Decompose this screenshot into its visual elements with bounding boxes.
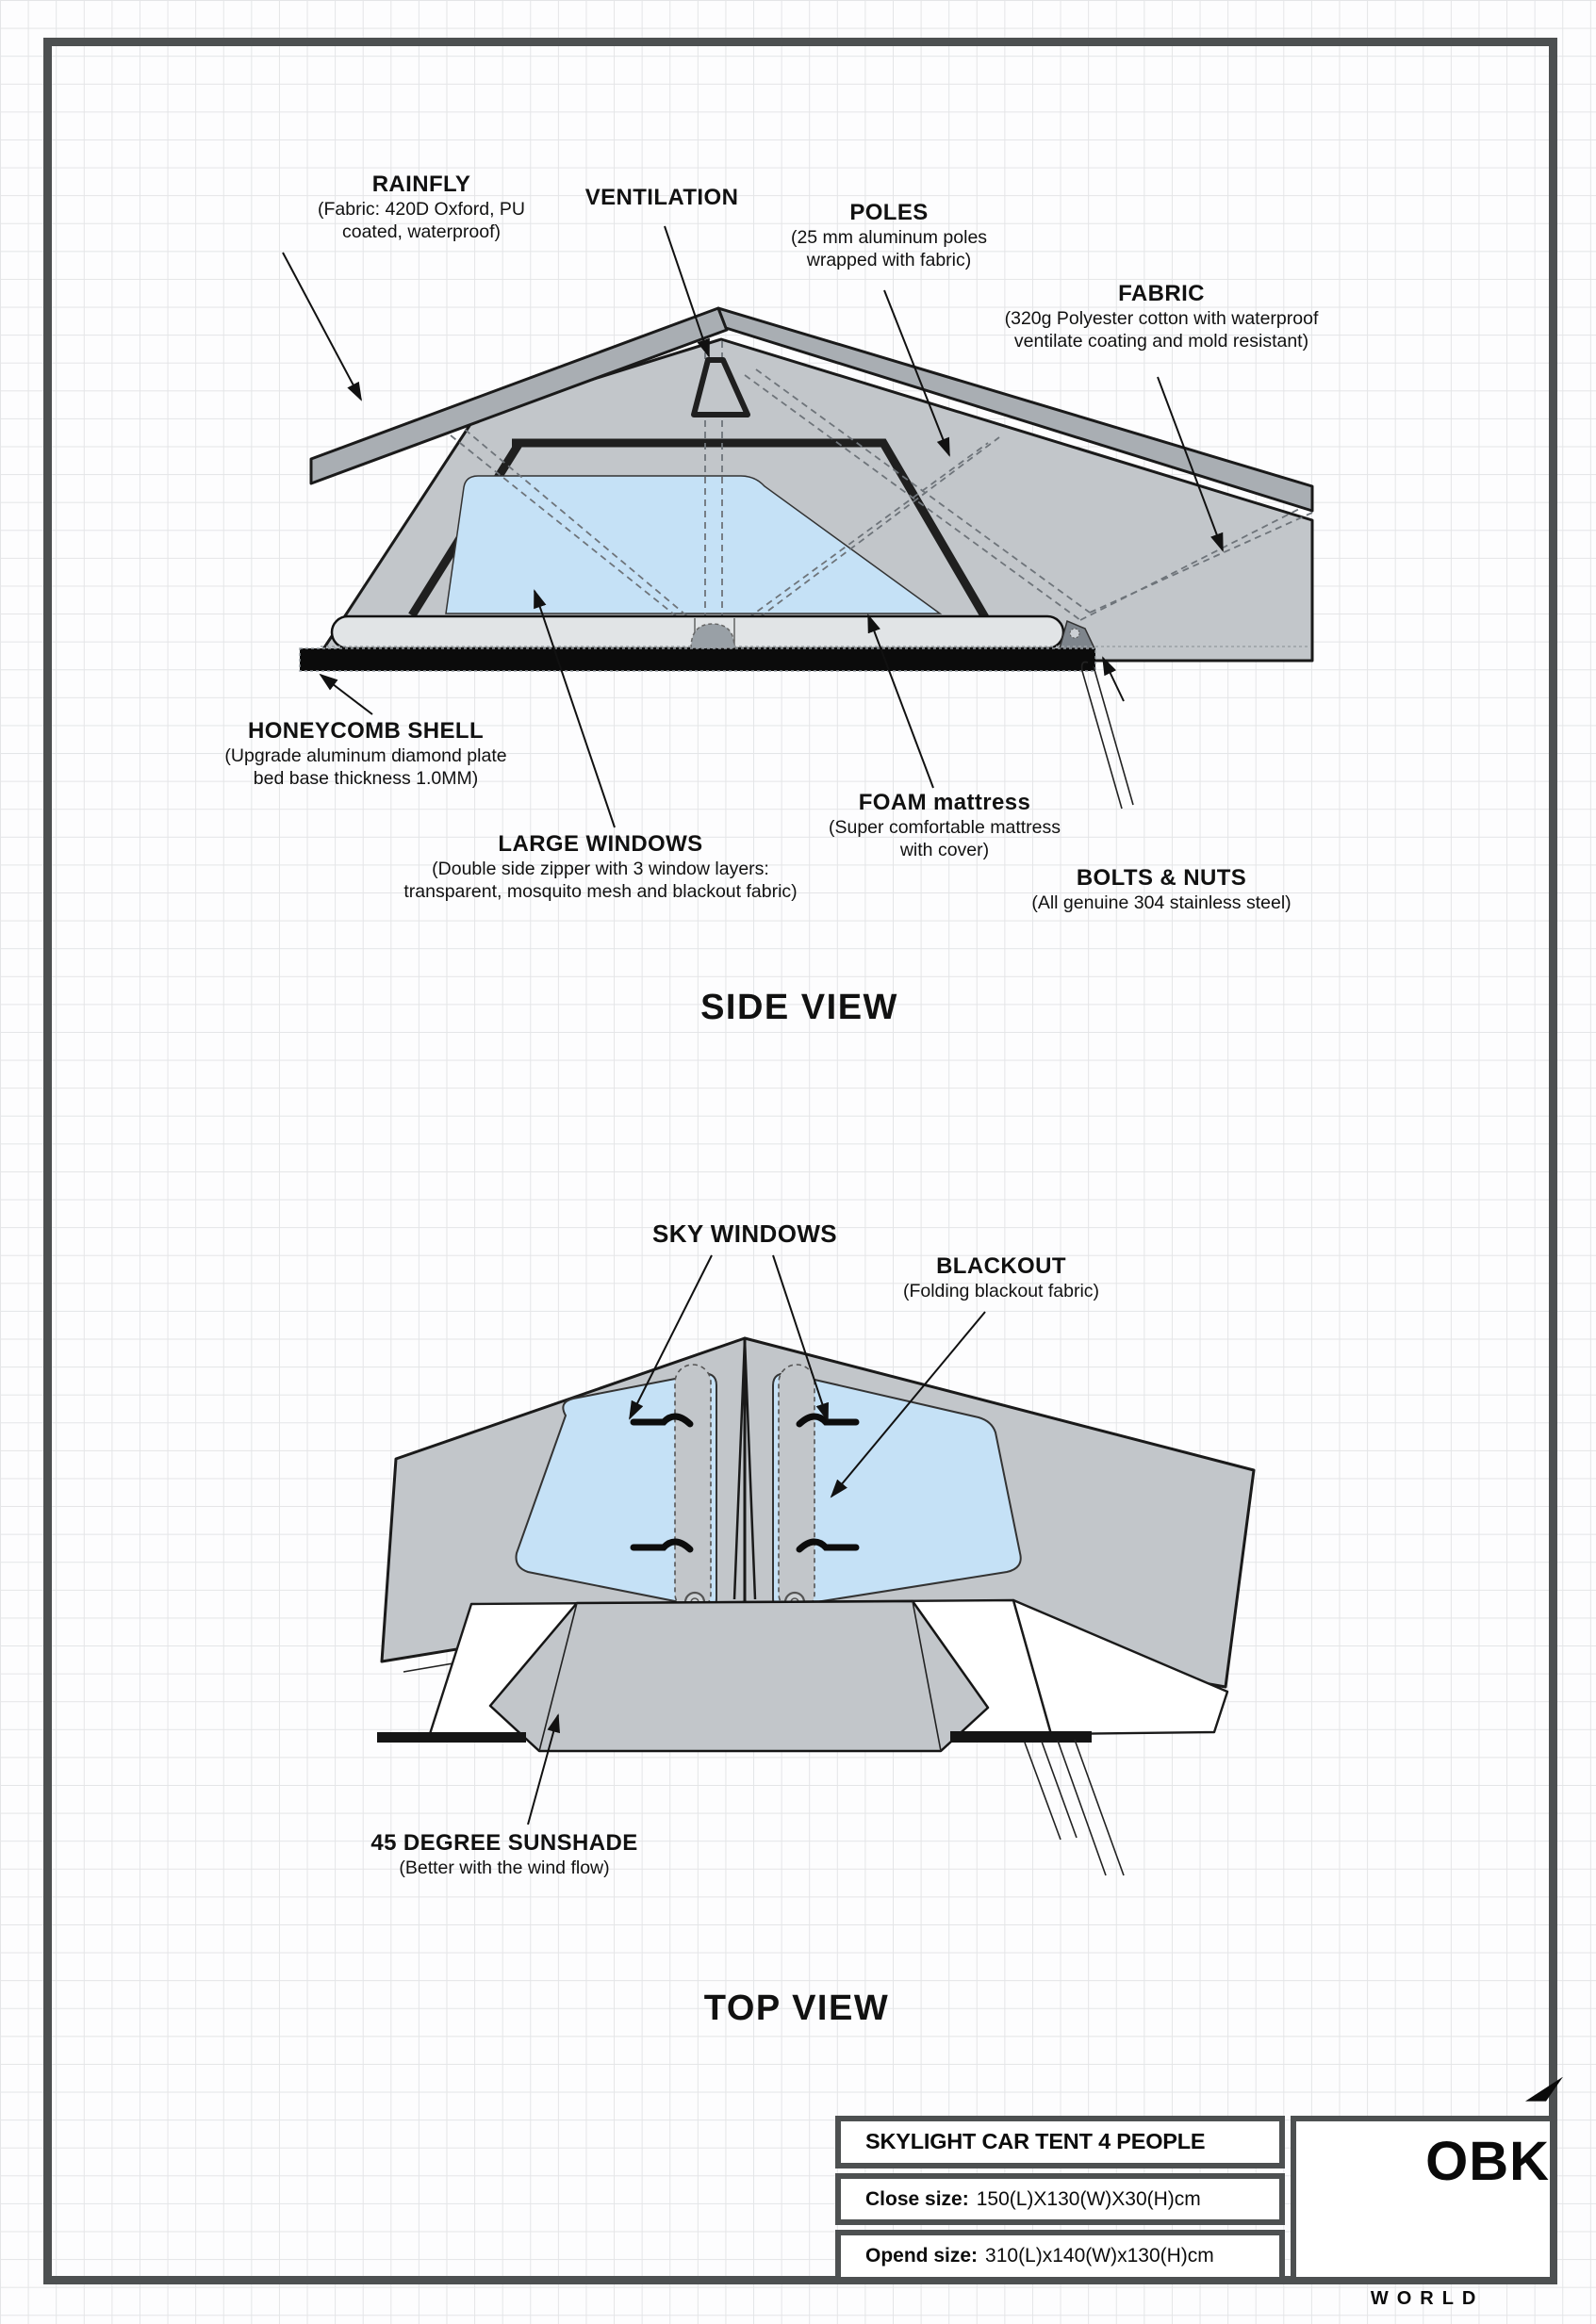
close-size-row: Close size: 150(L)X130(W)X30(H)cm: [835, 2172, 1286, 2226]
label-honeycomb-shell: HONEYCOMB SHELL (Upgrade aluminum diamon…: [224, 718, 506, 790]
bolts-loop-leader: [1080, 661, 1134, 810]
side-honeycomb-base: [300, 648, 1095, 671]
label-rainfly: RAINFLY (Fabric: 420D Oxford, PU coated,…: [318, 172, 525, 243]
label-poles-title: POLES: [849, 200, 929, 225]
label-sunshade-title: 45 DEGREE SUNSHADE: [370, 1830, 638, 1856]
top-view-drawing: [377, 1254, 1256, 1876]
label-blackout: BLACKOUT (Folding blackout fabric): [903, 1253, 1099, 1302]
top-base-bar-left: [377, 1732, 526, 1743]
title-block: SKYLIGHT CAR TENT 4 PEOPLE Close size: 1…: [835, 2076, 1563, 2309]
top-zipper-pulls: [630, 1413, 860, 1553]
side-window-border-top: [512, 438, 993, 627]
side-view-drawing: [282, 225, 1314, 828]
label-bolts-title: BOLTS & NUTS: [1076, 865, 1247, 891]
label-bolts-nuts: BOLTS & NUTS (All genuine 304 stainless …: [1031, 865, 1291, 914]
title-block-rows: SKYLIGHT CAR TENT 4 PEOPLE Close size: 1…: [835, 2116, 1286, 2283]
honeycomb-leader: [319, 673, 373, 715]
label-bolts-desc: (All genuine 304 stainless steel): [1031, 892, 1292, 913]
obk-world-logo: OBK WORLD: [1291, 2076, 1563, 2309]
fabric-leader: [1157, 376, 1224, 552]
label-honeycomb-title: HONEYCOMB SHELL: [247, 718, 485, 744]
top-base-white-flap-right: [1012, 1598, 1229, 1736]
side-pole-dashed-lines: [431, 341, 1313, 646]
windows-leader: [534, 589, 616, 828]
side-ventilation-vent: [691, 357, 750, 417]
label-large-windows: LARGE WINDOWS (Double side zipper with 3…: [403, 831, 797, 903]
side-bolt-head: [1069, 628, 1080, 639]
label-rainfly-title: RAINFLY: [371, 172, 471, 197]
sunshade-leader: [527, 1713, 560, 1825]
label-rainfly-desc: (Fabric: 420D Oxford, PU coated, waterpr…: [318, 199, 525, 243]
side-view-title: SIDE VIEW: [700, 988, 898, 1027]
blackout-leader: [830, 1311, 986, 1498]
label-fabric: FABRIC (320g Polyester cotton with water…: [1005, 281, 1319, 352]
product-title: SKYLIGHT CAR TENT 4 PEOPLE: [865, 2129, 1206, 2154]
label-large-windows-title: LARGE WINDOWS: [498, 831, 703, 857]
top-leader-lines: [527, 1254, 986, 1825]
label-foam-title: FOAM mattress: [858, 790, 1031, 815]
top-blackout-channel-left: [674, 1364, 712, 1612]
label-foam-mattress: FOAM mattress (Super comfortable mattres…: [829, 790, 1061, 861]
label-large-windows-desc: (Double side zipper with 3 window layers…: [403, 859, 798, 903]
side-pole-base-dome: [690, 623, 735, 649]
side-window-glass: [445, 475, 943, 614]
label-sunshade-desc: (Better with the wind flow): [399, 1858, 610, 1878]
label-poles: POLES (25 mm aluminum poles wrapped with…: [791, 200, 987, 271]
label-sky-windows-title: SKY WINDOWS: [651, 1219, 838, 1248]
bolts-arrow: [1102, 656, 1125, 702]
top-sunshade-fold-lines: [538, 1600, 942, 1752]
sky-windows-leader-right: [772, 1254, 829, 1422]
rainfly-leader: [282, 252, 362, 401]
label-45-degree-sunshade: 45 DEGREE SUNSHADE (Better with the wind…: [370, 1830, 637, 1879]
opend-size-label: Opend size:: [865, 2245, 979, 2267]
obk-world-text: WORLD: [1370, 2288, 1485, 2310]
label-foam-desc: (Super comfortable mattress with cover): [828, 817, 1061, 861]
side-roof-strip: [716, 306, 1314, 513]
side-honeycomb-base-outline: [299, 647, 1096, 672]
product-title-row: SKYLIGHT CAR TENT 4 PEOPLE: [835, 2116, 1286, 2169]
label-sky-windows: SKY WINDOWS: [652, 1219, 837, 1249]
sky-windows-leader-left: [629, 1254, 713, 1420]
foam-leader: [867, 614, 934, 789]
top-base-bar-right: [950, 1731, 1092, 1743]
close-size-label: Close size:: [865, 2187, 969, 2210]
top-center-ridge: [732, 1338, 757, 1600]
top-trail-lines: [1024, 1739, 1125, 1876]
side-rainfly-strip: [309, 306, 729, 485]
side-leader-lines: [282, 225, 1224, 828]
top-sunshade: [488, 1599, 990, 1753]
label-blackout-desc: (Folding blackout fabric): [902, 1281, 1100, 1301]
label-honeycomb-desc: (Upgrade aluminum diamond plate bed base…: [224, 745, 507, 790]
label-fabric-title: FABRIC: [1118, 281, 1205, 306]
obk-logo-word: OBK: [1425, 2130, 1550, 2192]
label-blackout-title: BLACKOUT: [936, 1253, 1066, 1279]
opend-size-value: 310(L)x140(W)x130(H)cm: [985, 2245, 1214, 2267]
poles-leader: [883, 289, 950, 457]
top-blackout-channel-right: [778, 1364, 815, 1612]
label-ventilation-title: VENTILATION: [584, 185, 739, 210]
page-border-frame: [43, 38, 1557, 2284]
label-ventilation: VENTILATION: [585, 185, 739, 211]
top-sky-window-left: [515, 1372, 717, 1611]
obk-logo-text: OBK: [1296, 2076, 1563, 2285]
label-fabric-desc: (320g Polyester cotton with waterproof v…: [1004, 308, 1319, 352]
ventilation-leader: [664, 225, 710, 358]
label-poles-desc: (25 mm aluminum poles wrapped with fabri…: [790, 227, 988, 271]
close-size-value: 150(L)X130(W)X30(H)cm: [976, 2187, 1201, 2210]
top-view-title: TOP VIEW: [703, 1988, 890, 2028]
opend-size-row: Opend size: 310(L)x140(W)x130(H)cm: [835, 2230, 1286, 2283]
